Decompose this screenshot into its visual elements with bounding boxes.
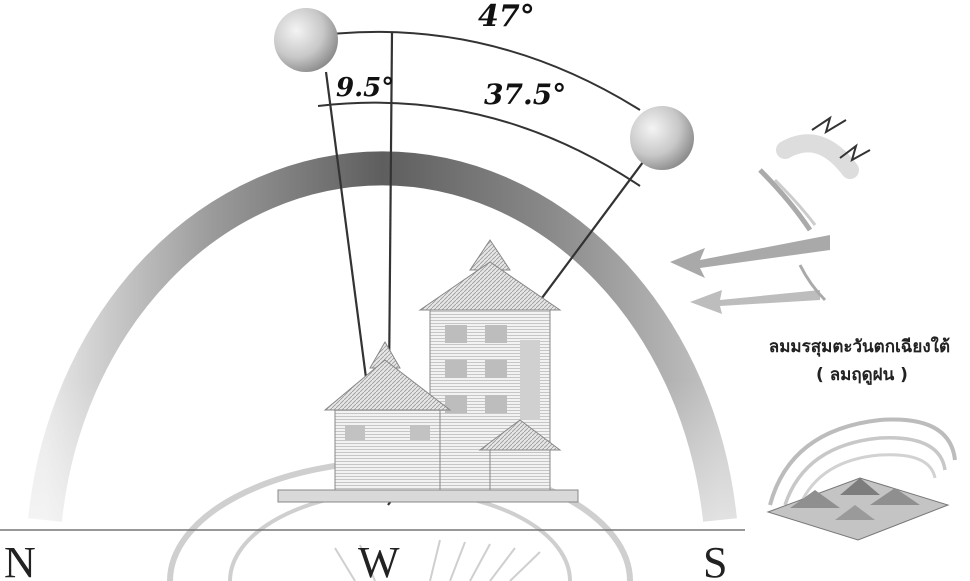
house-illustration [277,239,579,503]
angle-label-lower: 37.5° [484,78,566,111]
sun-high-icon [274,8,338,72]
wind-caption-line2: ( ลมฤดูฝน ) [816,365,908,386]
wind-arrows [670,134,859,314]
angle-label-total: 47° [478,0,535,34]
village-thumbnail [766,417,957,541]
angle-arcs [299,30,641,187]
compass-north: N [4,538,36,581]
lightning-icon [811,115,871,163]
compass-west: W [358,538,400,581]
angle-label-upper: 9.5° [336,73,394,103]
sun-low-icon [630,106,694,170]
wind-caption-line1: ลมมรสุมตะวันตกเฉียงใต้ [769,336,950,357]
compass-south: S [703,538,727,581]
